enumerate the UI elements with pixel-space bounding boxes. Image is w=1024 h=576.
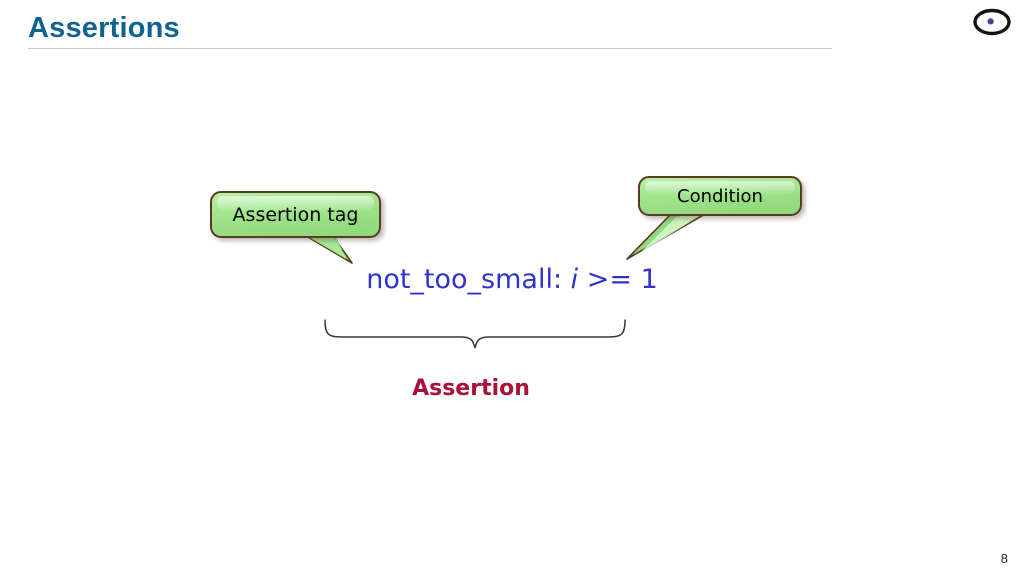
brace-label: Assertion	[412, 376, 530, 401]
assertion-variable-text: i	[570, 264, 579, 295]
callout-assertion-tag[interactable]: Assertion tag	[210, 191, 381, 238]
callout-assertion-tag-label: Assertion tag	[232, 203, 359, 226]
ellipse-logo	[972, 8, 1012, 36]
callout-condition[interactable]: Condition	[638, 176, 802, 216]
assertion-brace	[324, 319, 626, 349]
callout-condition-label: Condition	[677, 185, 763, 207]
page-number: 8	[1000, 551, 1008, 566]
page-title: Assertions	[28, 12, 180, 44]
assertion-tag-text: not_too_small:	[366, 264, 563, 295]
title-divider	[28, 48, 832, 49]
assertion-code-line: not_too_small: i >= 1	[0, 264, 1024, 295]
assertion-operator-text: >= 1	[586, 264, 658, 295]
